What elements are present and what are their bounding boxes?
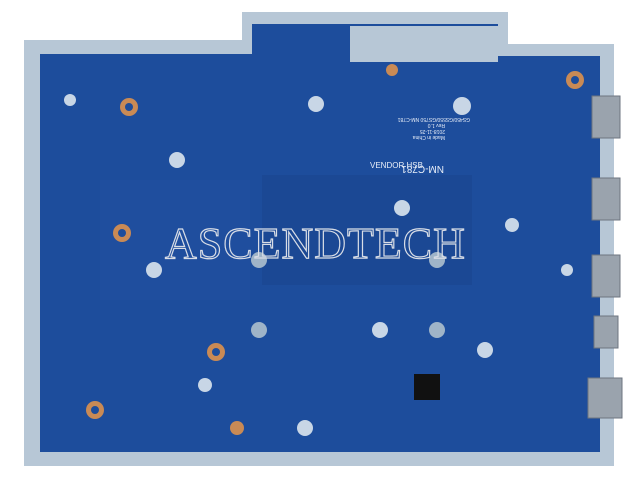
label-line3: 2018-11-25 [420, 128, 445, 134]
label-line4: Made in China [413, 134, 445, 140]
label-line2: Rev 1.0 [428, 122, 445, 128]
io-ports [587, 95, 623, 419]
watermark: ASCENDTECH [165, 219, 466, 268]
label-line1: GS450/GS550/GS750 NM-C781 [398, 116, 470, 122]
screw-pads [86, 64, 584, 435]
label-vendor: VENDOR HSB [370, 161, 423, 170]
chip [414, 374, 440, 400]
label-model: NM-C781 [401, 163, 444, 174]
mounting-holes [64, 94, 573, 436]
